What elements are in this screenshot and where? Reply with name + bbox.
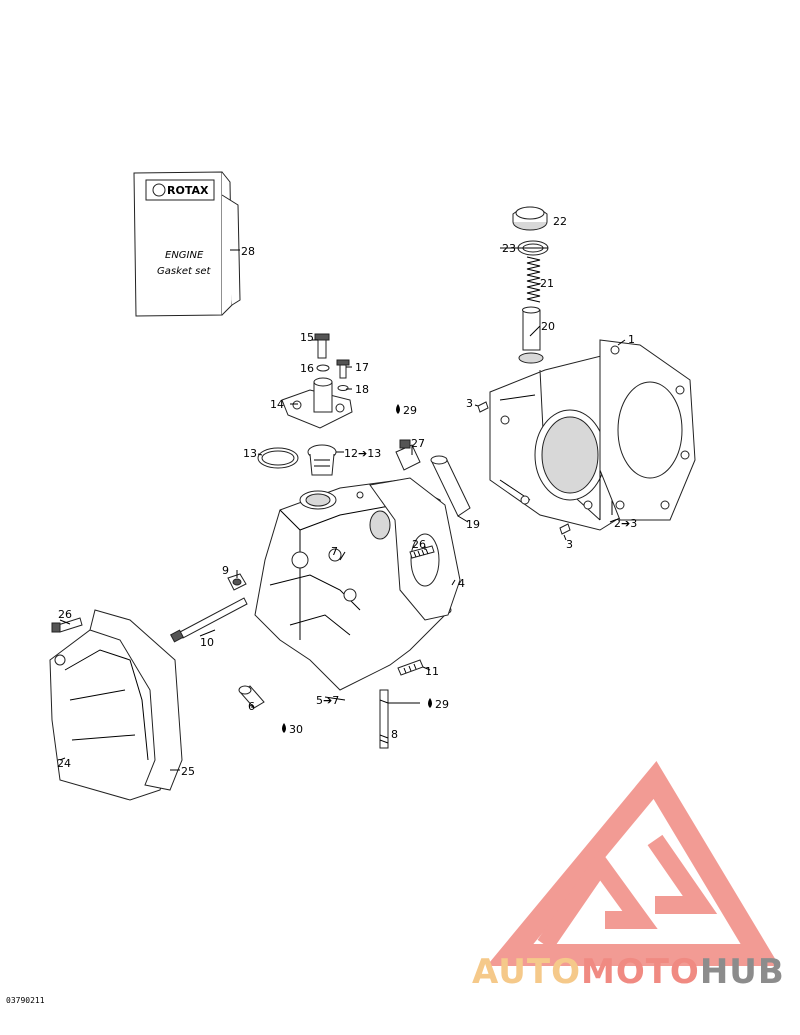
callout-16: 16 xyxy=(300,362,314,375)
callout-10: 10 xyxy=(200,636,214,649)
callout-4: 4 xyxy=(458,577,465,590)
kit-brand: ROTAX xyxy=(167,184,209,197)
callout-3b: 3 xyxy=(566,538,573,551)
callout-24: 24 xyxy=(57,757,71,770)
thermostat xyxy=(307,444,337,476)
bolt-11 xyxy=(397,659,424,676)
thermostat-cover xyxy=(281,377,353,429)
callout-11: 11 xyxy=(425,665,439,678)
callout-25: 25 xyxy=(181,765,195,778)
callout-27: 27 xyxy=(411,437,425,450)
watermark-auto: AUTO xyxy=(472,952,581,992)
screw-15 xyxy=(314,333,330,359)
callout-26b: 26 xyxy=(412,538,426,551)
kit-line-2: Gasket set xyxy=(157,266,211,277)
drop-icon-30 xyxy=(282,723,286,733)
stud-8 xyxy=(379,689,389,749)
callout-28: 28 xyxy=(241,245,255,258)
callout-21: 21 xyxy=(540,277,554,290)
drawing-code: 03790211 xyxy=(6,996,45,1005)
drop-icon-29a xyxy=(396,404,400,414)
screw-17 xyxy=(336,359,350,379)
callout-1: 1 xyxy=(628,333,635,346)
callout-29a: 29 xyxy=(403,404,417,417)
valve-cover-gasket xyxy=(89,609,183,791)
callout-2: 2➔3 xyxy=(614,517,637,530)
oil-filler-cap xyxy=(512,206,548,231)
callout-labels: 1 2➔3 3 3 4 5➔7 6 7 8 9 10 11 12➔13 13 1… xyxy=(57,215,637,778)
callout-19: 19 xyxy=(466,518,480,531)
dowel-pin-upper xyxy=(477,401,489,413)
spring xyxy=(526,256,541,303)
callout-14: 14 xyxy=(270,398,284,411)
plunger-rod xyxy=(518,306,544,364)
callout-23: 23 xyxy=(502,242,516,255)
watermark-moto: MOTO xyxy=(581,952,700,992)
callout-3a: 3 xyxy=(466,397,473,410)
watermark-hub: HUB xyxy=(700,952,785,992)
callout-17: 17 xyxy=(355,361,369,374)
callout-29b: 29 xyxy=(435,698,449,711)
callout-30: 30 xyxy=(289,723,303,736)
callout-5: 5➔7 xyxy=(316,694,339,707)
cylinder-gasket xyxy=(599,339,696,521)
callout-12: 12➔13 xyxy=(344,447,381,460)
callout-13: 13 xyxy=(243,447,257,460)
callout-9: 9 xyxy=(222,564,229,577)
callout-18: 18 xyxy=(355,383,369,396)
callout-7: 7 xyxy=(331,545,338,558)
cover-bolt-26 xyxy=(51,617,83,633)
plug-sleeve-6 xyxy=(238,685,265,709)
long-bolt xyxy=(170,597,248,643)
nut-9 xyxy=(227,573,247,591)
watermark-text: AUTOMOTOHUB xyxy=(472,952,785,992)
callout-22: 22 xyxy=(553,215,567,228)
washer-18 xyxy=(337,385,349,391)
lubricant-drop-icons xyxy=(282,404,432,733)
leader-lines xyxy=(59,247,626,771)
o-ring xyxy=(257,447,299,469)
dowel-pin-lower xyxy=(559,523,571,535)
svg-text:AUTOMOTOHUB: AUTOMOTOHUB xyxy=(472,952,785,992)
coolant-hose xyxy=(430,455,471,517)
watermark-logo xyxy=(486,761,780,966)
kit-line-1: ENGINE xyxy=(165,250,204,261)
drop-icon-29b xyxy=(428,698,432,708)
gasket-set-box: ROTAX ENGINE Gasket set xyxy=(133,171,241,317)
callout-8: 8 xyxy=(391,728,398,741)
callout-26a: 26 xyxy=(58,608,72,621)
callout-20: 20 xyxy=(541,320,555,333)
washer-16 xyxy=(316,364,330,372)
callout-6: 6 xyxy=(248,700,255,713)
temp-sensor xyxy=(395,439,421,471)
callout-15: 15 xyxy=(300,331,314,344)
